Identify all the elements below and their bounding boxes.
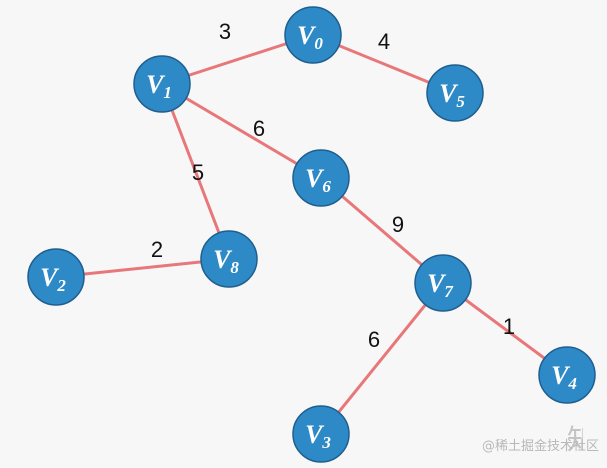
node-circle	[426, 64, 484, 122]
edge-v1-v8	[160, 82, 231, 261]
node-label: V2	[40, 263, 66, 295]
node-v2: V2	[27, 248, 85, 306]
edge-weight-label: 5	[192, 160, 204, 185]
node-v8: V8	[200, 230, 258, 288]
node-circle	[292, 149, 350, 207]
node-circle	[133, 55, 191, 113]
node-v3: V3	[292, 405, 350, 463]
node-v0: V0	[284, 6, 342, 64]
node-circle	[284, 6, 342, 64]
node-v1: V1	[133, 55, 191, 113]
edge-weight-label: 2	[151, 237, 163, 262]
node-label: V3	[305, 420, 331, 452]
node-v4: V4	[538, 346, 596, 404]
node-label: V7	[427, 269, 454, 301]
edge-weight-label: 6	[368, 327, 380, 352]
node-label: V8	[213, 245, 239, 277]
edge-weight-label: 9	[392, 212, 404, 237]
edge-v7-v3	[319, 281, 445, 436]
node-v6: V6	[292, 149, 350, 207]
watermark-text: @稀土掘金技术社区	[481, 439, 599, 454]
node-label: V6	[305, 164, 331, 196]
edge-weight-label: 4	[378, 29, 390, 54]
node-circle	[538, 346, 596, 404]
node-circle	[200, 230, 258, 288]
edge-weight-label: 6	[253, 116, 265, 141]
node-v5: V5	[426, 64, 484, 122]
node-label: V1	[146, 70, 172, 102]
edge-weight-label: 1	[503, 314, 515, 339]
node-v7: V7	[414, 254, 472, 312]
node-circle	[27, 248, 85, 306]
node-label: V0	[297, 21, 323, 53]
watermark-glyph: 知	[567, 423, 596, 456]
node-circle	[292, 405, 350, 463]
node-label: V4	[551, 361, 577, 393]
edge-weight-label: 3	[219, 19, 231, 44]
edge-v1-v6	[160, 82, 323, 180]
node-label: V5	[439, 79, 465, 111]
node-circle	[414, 254, 472, 312]
edge-v2-v8	[54, 257, 231, 279]
